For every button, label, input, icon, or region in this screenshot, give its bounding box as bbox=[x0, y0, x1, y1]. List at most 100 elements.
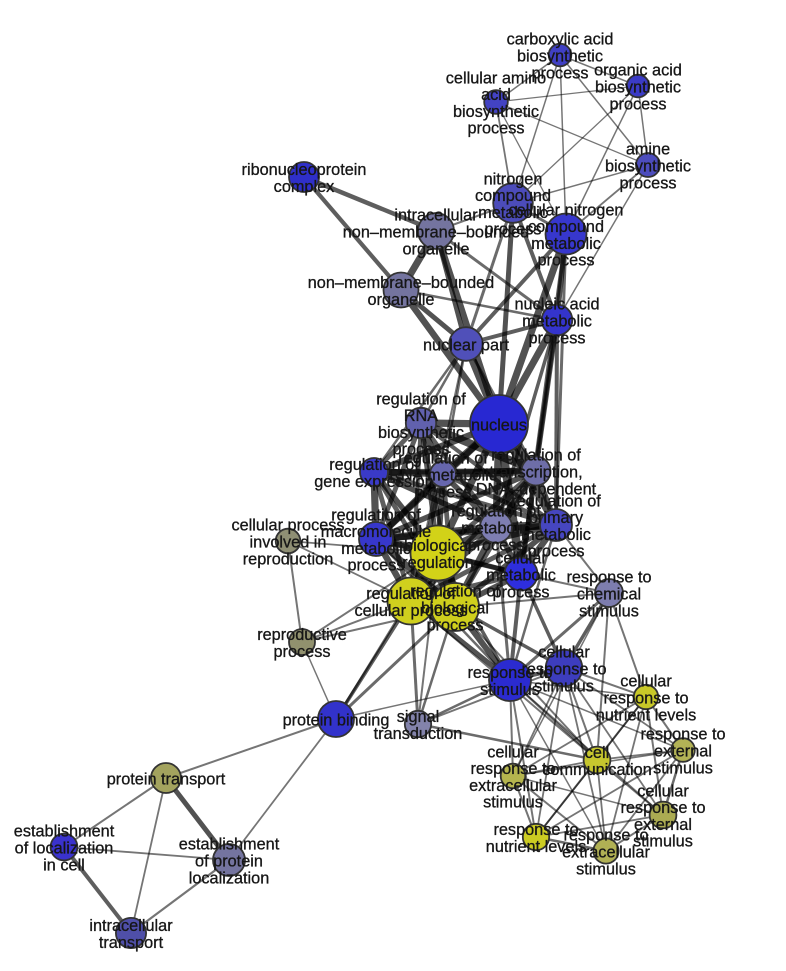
svg-text:process: process bbox=[273, 643, 330, 661]
svg-text:organelle: organelle bbox=[403, 240, 470, 258]
svg-text:metabolic: metabolic bbox=[461, 520, 531, 538]
svg-text:process: process bbox=[414, 483, 471, 501]
svg-text:communication: communication bbox=[542, 761, 652, 779]
svg-text:metabolic: metabolic bbox=[341, 540, 411, 558]
svg-text:complex: complex bbox=[274, 178, 335, 196]
svg-text:regulation of: regulation of bbox=[331, 506, 421, 524]
svg-text:process: process bbox=[392, 441, 449, 459]
svg-text:localization: localization bbox=[189, 869, 270, 887]
svg-text:transcription,: transcription, bbox=[489, 464, 582, 482]
svg-text:cellular process: cellular process bbox=[231, 517, 344, 535]
svg-text:process: process bbox=[527, 543, 584, 561]
svg-text:process: process bbox=[528, 329, 585, 347]
svg-text:transduction: transduction bbox=[374, 725, 463, 743]
svg-text:cellular: cellular bbox=[487, 743, 539, 761]
svg-text:extracellular: extracellular bbox=[469, 777, 557, 795]
svg-text:response to: response to bbox=[566, 569, 651, 587]
svg-text:establishment: establishment bbox=[179, 836, 280, 854]
svg-text:response to: response to bbox=[640, 726, 725, 744]
svg-text:regulation of: regulation of bbox=[376, 390, 466, 408]
svg-text:DNA–dependent: DNA–dependent bbox=[476, 480, 597, 498]
svg-text:external: external bbox=[654, 743, 712, 761]
svg-text:metabolic: metabolic bbox=[486, 567, 556, 585]
svg-text:stimulus: stimulus bbox=[576, 860, 636, 878]
svg-text:response to: response to bbox=[563, 827, 648, 845]
svg-text:metabolic: metabolic bbox=[478, 204, 548, 222]
svg-text:protein binding: protein binding bbox=[283, 712, 390, 730]
svg-text:process: process bbox=[537, 252, 594, 270]
svg-text:external: external bbox=[634, 816, 692, 834]
svg-text:regulation of: regulation of bbox=[451, 503, 541, 521]
svg-text:signal: signal bbox=[397, 708, 440, 726]
svg-text:process: process bbox=[426, 616, 483, 634]
svg-text:primary: primary bbox=[529, 509, 584, 527]
svg-text:amine: amine bbox=[626, 141, 670, 159]
svg-text:cellular process: cellular process bbox=[354, 602, 467, 620]
svg-text:process: process bbox=[467, 120, 524, 138]
svg-text:intracellular: intracellular bbox=[394, 207, 478, 225]
svg-text:in cell: in cell bbox=[43, 856, 85, 874]
svg-text:RNA: RNA bbox=[404, 407, 439, 425]
svg-text:process: process bbox=[492, 583, 549, 601]
svg-text:stimulus: stimulus bbox=[633, 833, 693, 851]
svg-text:reproductive: reproductive bbox=[257, 626, 347, 644]
svg-text:cellular: cellular bbox=[637, 782, 689, 800]
svg-text:transport: transport bbox=[99, 934, 164, 952]
svg-text:nucleus: nucleus bbox=[471, 417, 527, 435]
svg-text:process: process bbox=[531, 64, 588, 82]
svg-text:cellular: cellular bbox=[620, 673, 672, 691]
svg-text:of localization: of localization bbox=[15, 840, 114, 858]
svg-text:biosynthetic: biosynthetic bbox=[378, 424, 464, 442]
svg-text:biosynthetic: biosynthetic bbox=[517, 48, 603, 66]
svg-text:organelle: organelle bbox=[368, 291, 435, 309]
svg-text:carboxylic acid: carboxylic acid bbox=[507, 31, 614, 49]
svg-text:metabolic: metabolic bbox=[531, 235, 601, 253]
svg-text:establishment: establishment bbox=[14, 823, 115, 841]
svg-text:regulation: regulation bbox=[402, 554, 474, 572]
svg-text:biosynthetic: biosynthetic bbox=[453, 103, 539, 121]
svg-text:metabolic: metabolic bbox=[521, 526, 591, 544]
svg-text:process: process bbox=[619, 174, 676, 192]
svg-text:regulation of: regulation of bbox=[511, 492, 601, 510]
svg-text:response to: response to bbox=[493, 821, 578, 839]
svg-text:protein transport: protein transport bbox=[107, 771, 226, 789]
svg-text:process: process bbox=[467, 536, 524, 554]
svg-text:response to: response to bbox=[620, 799, 705, 817]
svg-text:cellular amino: cellular amino bbox=[446, 69, 546, 87]
svg-text:regulation of: regulation of bbox=[366, 585, 456, 603]
svg-text:stimulus: stimulus bbox=[534, 677, 594, 695]
svg-text:biosynthetic: biosynthetic bbox=[605, 158, 691, 176]
svg-text:macromolecule: macromolecule bbox=[321, 523, 431, 541]
svg-text:compound: compound bbox=[528, 218, 604, 236]
svg-text:process: process bbox=[347, 557, 404, 575]
svg-text:ribonucleoprotein: ribonucleoprotein bbox=[242, 161, 367, 179]
svg-text:biological: biological bbox=[404, 537, 472, 555]
svg-text:chemical: chemical bbox=[577, 586, 641, 604]
svg-text:of protein: of protein bbox=[195, 853, 263, 871]
svg-text:metabolic: metabolic bbox=[522, 313, 592, 331]
svg-text:biological: biological bbox=[421, 600, 489, 618]
svg-text:regulation of: regulation of bbox=[329, 456, 419, 474]
svg-text:nutrient levels: nutrient levels bbox=[486, 838, 586, 856]
svg-text:regulation of: regulation of bbox=[398, 450, 488, 468]
svg-text:compound: compound bbox=[475, 187, 551, 205]
svg-text:regulation of: regulation of bbox=[491, 447, 581, 465]
svg-text:extracellular: extracellular bbox=[562, 844, 650, 862]
svg-text:non–membrane–bounded: non–membrane–bounded bbox=[343, 224, 529, 242]
svg-text:stimulus: stimulus bbox=[579, 602, 639, 620]
svg-text:response to: response to bbox=[467, 664, 552, 682]
svg-text:response to: response to bbox=[603, 690, 688, 708]
svg-text:stimulus: stimulus bbox=[480, 681, 540, 699]
svg-text:response to: response to bbox=[521, 661, 606, 679]
svg-text:response to: response to bbox=[470, 760, 555, 778]
svg-text:regulation of: regulation of bbox=[410, 583, 500, 601]
svg-text:involved in: involved in bbox=[250, 534, 327, 552]
svg-text:cellular nitrogen: cellular nitrogen bbox=[509, 201, 624, 219]
svg-text:reproduction: reproduction bbox=[243, 550, 334, 568]
svg-text:cell: cell bbox=[585, 744, 609, 762]
svg-text:process: process bbox=[609, 95, 666, 113]
svg-text:cellular: cellular bbox=[495, 550, 547, 568]
svg-text:nuclear part: nuclear part bbox=[423, 337, 509, 355]
svg-text:non–membrane–bounded: non–membrane–bounded bbox=[308, 274, 494, 292]
svg-text:biosynthetic: biosynthetic bbox=[595, 79, 681, 97]
